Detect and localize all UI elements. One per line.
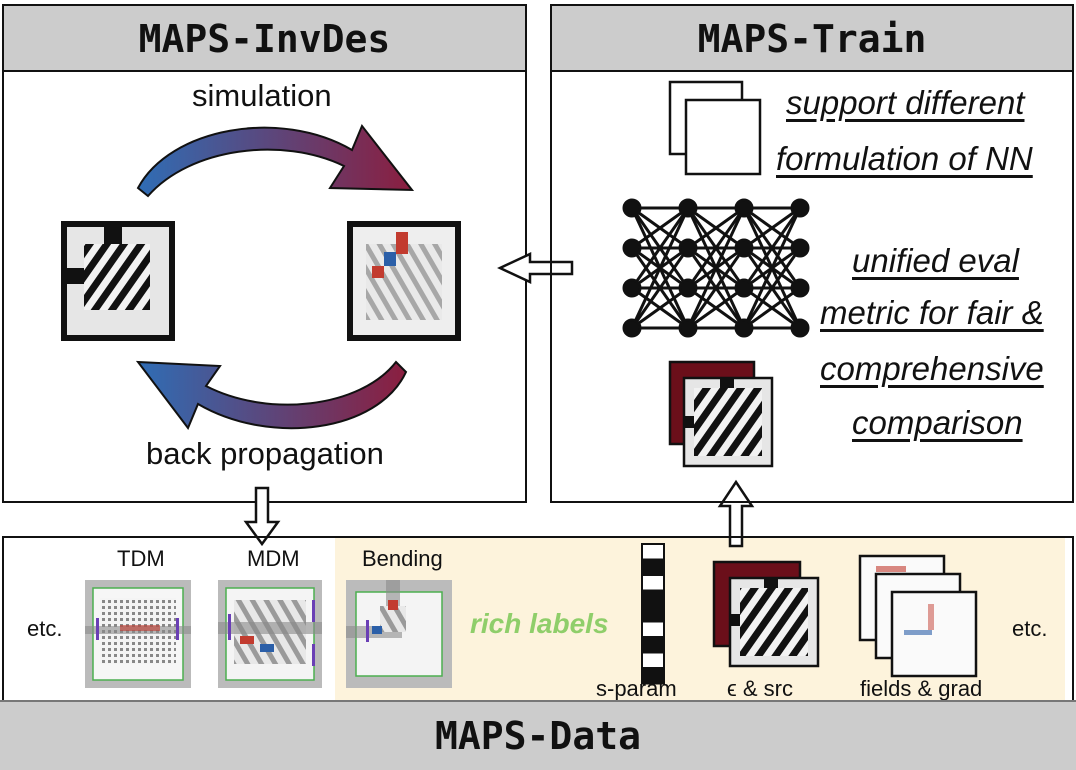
data-to-train-arrow xyxy=(717,479,755,548)
device-field-icon xyxy=(347,221,461,341)
data-panel xyxy=(2,536,1074,702)
device-label-mdm: MDM xyxy=(247,546,300,571)
label-sparam: s-param xyxy=(596,676,677,701)
label-eps-src: ϵ & src xyxy=(727,676,793,701)
backprop-label: back propagation xyxy=(146,436,384,471)
feature-formulation-line1: support different xyxy=(786,84,1025,121)
train-title: MAPS-Train xyxy=(552,6,1072,72)
invdes-to-data-arrow xyxy=(243,486,281,547)
device-label-tdm: TDM xyxy=(117,546,165,571)
device-permittivity-icon xyxy=(61,221,175,341)
device-label-bending: Bending xyxy=(362,546,443,571)
train-panel: MAPS-Train xyxy=(550,4,1074,503)
etc-left: etc. xyxy=(27,616,63,641)
feature-eval-line4: comparison xyxy=(852,404,1023,441)
backprop-arrow xyxy=(135,360,408,430)
feature-eval-line2: metric for fair & xyxy=(820,294,1044,331)
invdes-title: MAPS-InvDes xyxy=(4,6,525,72)
label-fields-grad: fields & grad xyxy=(860,676,983,701)
feature-formulation-line2: formulation of NN xyxy=(776,140,1033,177)
data-title: MAPS-Data xyxy=(0,700,1076,770)
etc-right: etc. xyxy=(1012,616,1048,641)
feature-eval-line3: comprehensive xyxy=(820,350,1044,387)
train-to-invdes-arrow xyxy=(497,252,574,284)
simulation-arrow xyxy=(136,124,415,198)
simulation-label: simulation xyxy=(192,78,332,113)
rich-labels-text: rich labels xyxy=(470,608,609,639)
feature-eval-line1: unified eval xyxy=(852,242,1019,279)
